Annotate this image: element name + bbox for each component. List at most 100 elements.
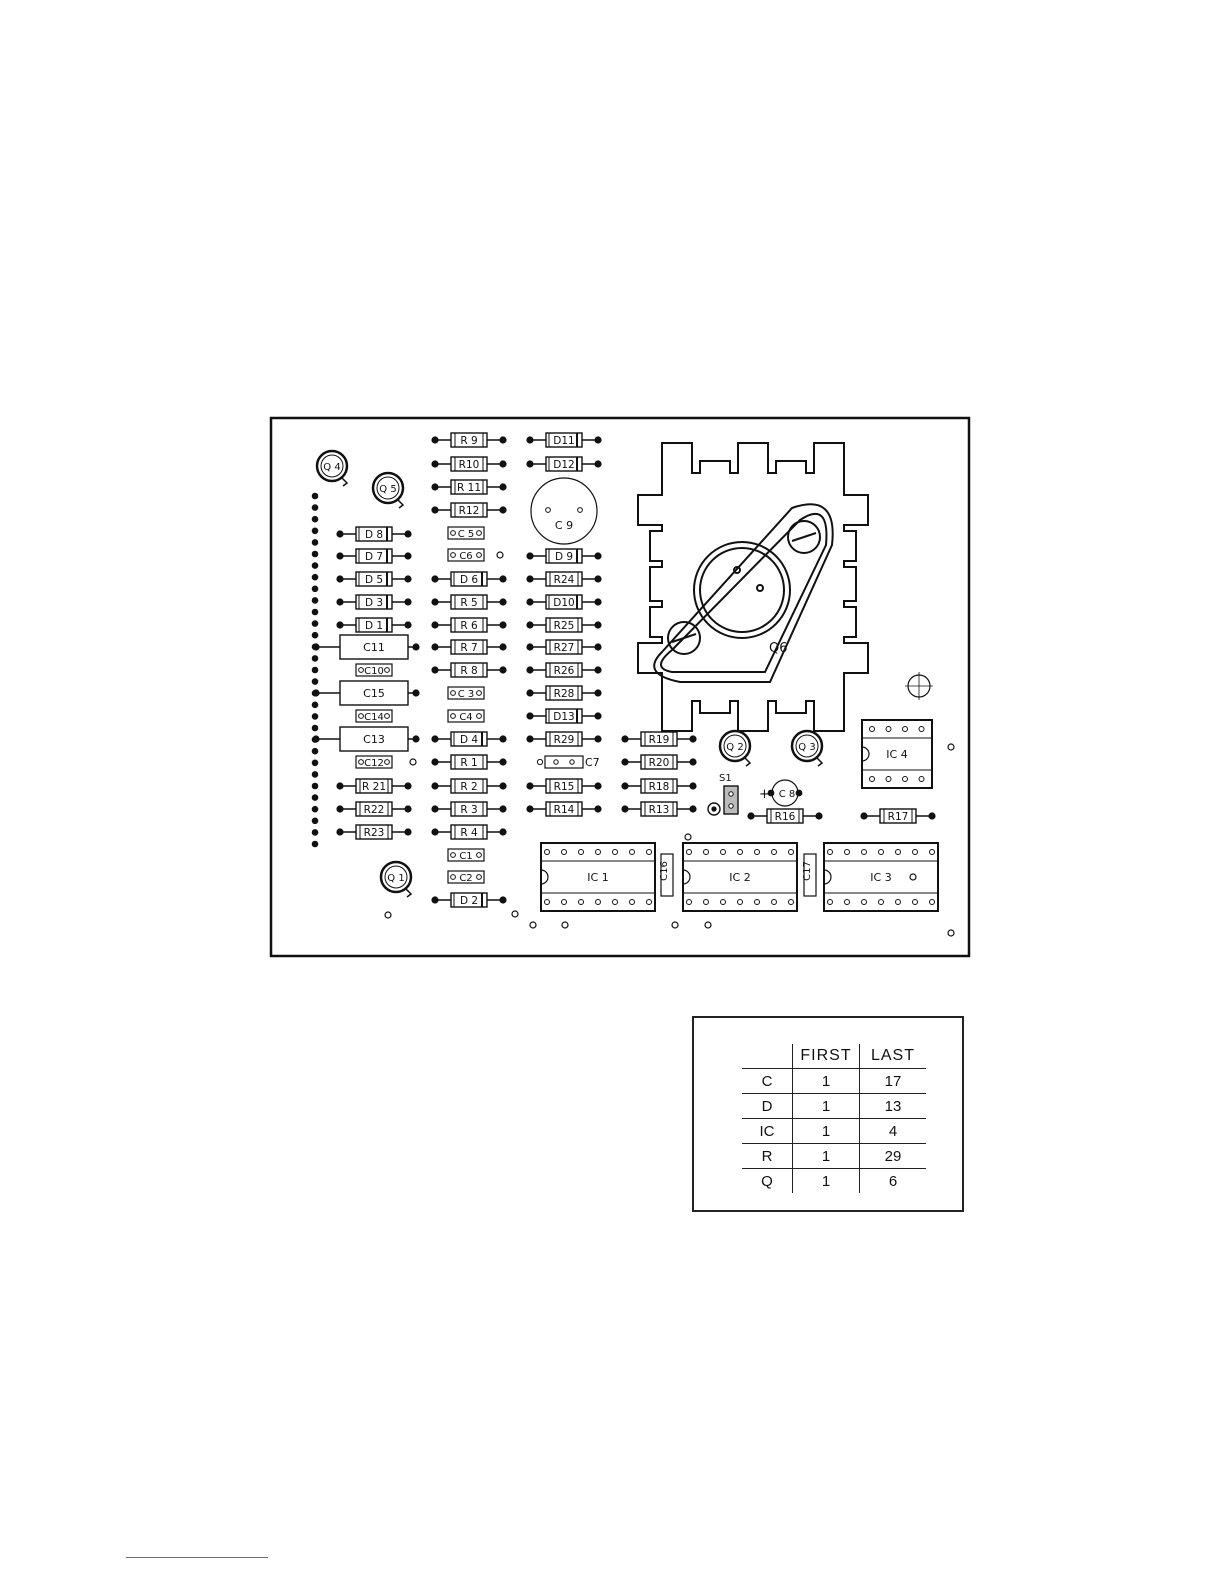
- resistor-r18: R18: [621, 778, 697, 794]
- diode-d7: D 7: [336, 548, 412, 564]
- edge-pin: [311, 620, 319, 627]
- capacitor-c5-label: C 5: [458, 529, 475, 540]
- resistor-r19: R19: [621, 731, 697, 747]
- capacitor-c8-label: C 8: [779, 789, 796, 800]
- polarity-plus-mark: +: [759, 787, 770, 802]
- diode-d4-label: D 4: [460, 734, 478, 746]
- diode-d11-label: D11: [553, 435, 574, 447]
- capacitor-c10: C10: [355, 663, 393, 677]
- table-row: C 1 17: [742, 1068, 926, 1094]
- ic3: IC 3: [823, 842, 939, 912]
- diode-d12: D12: [526, 456, 602, 472]
- resistor-r2-label: R 2: [460, 781, 477, 793]
- resistor-r3: R 3: [431, 801, 507, 817]
- pad-hole: [561, 921, 569, 929]
- transistor-q2: Q 2: [718, 729, 752, 767]
- resistor-r23-label: R23: [364, 827, 385, 839]
- pad-hole: [384, 911, 392, 919]
- capacitor-c12: C12: [355, 755, 393, 769]
- resistor-r26-label: R26: [554, 665, 575, 677]
- transistor-q1: Q 1: [379, 860, 413, 898]
- row-label: C: [742, 1068, 793, 1094]
- transistor-q3: Q 3: [790, 729, 824, 767]
- resistor-r7: R 7: [431, 639, 507, 655]
- table-row: D 1 13: [742, 1093, 926, 1119]
- resistor-r22: R22: [336, 801, 412, 817]
- diode-d2-label: D 2: [460, 895, 478, 907]
- resistor-r10: R10: [431, 456, 507, 472]
- edge-pin: [311, 608, 319, 616]
- edge-pin: [311, 724, 319, 732]
- resistor-r19-label: R19: [649, 734, 670, 746]
- diode-d5: D 5: [336, 571, 412, 587]
- edge-pin: [311, 701, 319, 709]
- pad-hole: [529, 921, 537, 929]
- transistor-q5-label: Q 5: [379, 484, 396, 495]
- edge-pin: [311, 840, 319, 848]
- diode-d7-label: D 7: [365, 551, 383, 563]
- diode-d9: D 9: [526, 548, 602, 564]
- diode-d3: D 3: [336, 594, 412, 610]
- edge-pin: [311, 713, 319, 720]
- resistor-r25-label: R25: [554, 620, 575, 632]
- edge-pin: [311, 515, 319, 523]
- resistor-r25: R25: [526, 617, 602, 633]
- capacitor-c9: C 9: [530, 477, 598, 545]
- resistor-r29: R29: [526, 731, 602, 747]
- capacitor-c3: C 3: [447, 686, 485, 700]
- capacitor-c4: C4: [447, 709, 485, 723]
- resistor-r13-label: R13: [649, 804, 670, 816]
- ic4: IC 4: [861, 719, 933, 789]
- edge-pin: [311, 550, 319, 558]
- board-outline: [269, 416, 971, 958]
- resistor-r27-label: R27: [554, 642, 575, 654]
- resistor-r4-label: R 4: [460, 827, 478, 839]
- resistor-r14-label: R14: [554, 804, 575, 816]
- capacitor-c16-label: C16: [659, 861, 670, 881]
- diode-d8: D 8: [336, 526, 412, 542]
- edge-pin: [311, 771, 319, 778]
- capacitor-c8: C 8 +: [759, 779, 803, 807]
- row-label: IC: [742, 1118, 793, 1144]
- diode-d11: D11: [526, 432, 602, 448]
- diode-d1: D 1: [336, 617, 412, 633]
- component-range-table-box: FIRST LAST C 1 17 D 1 13 IC 1 4 R 1: [692, 1016, 964, 1212]
- edge-pin: [311, 678, 319, 685]
- capacitor-c11-label: C11: [363, 641, 385, 654]
- diode-d3-label: D 3: [365, 597, 383, 609]
- capacitor-c6: C6: [447, 548, 485, 562]
- edge-pin: [311, 597, 319, 604]
- resistor-r12-label: R12: [459, 505, 480, 517]
- table-row: IC 1 4: [742, 1118, 926, 1144]
- resistor-r20: R20: [621, 754, 697, 770]
- resistor-r28: R28: [526, 685, 602, 701]
- resistor-r18-label: R18: [649, 781, 670, 793]
- resistor-r8-label: R 8: [460, 665, 477, 677]
- capacitor-c10-label: C10: [364, 666, 384, 677]
- resistor-r26: R26: [526, 662, 602, 678]
- edge-pin: [311, 829, 319, 836]
- edge-pin: [311, 539, 319, 546]
- edge-pin: [311, 666, 319, 674]
- capacitor-c7: C7: [536, 755, 600, 769]
- edge-pin: [311, 805, 319, 813]
- ic1-label: IC 1: [587, 871, 608, 884]
- diode-d13: D13: [526, 708, 602, 724]
- resistor-r9: R 9: [431, 432, 507, 448]
- transistor-q1-label: Q 1: [387, 873, 404, 884]
- pad-hole: [947, 743, 955, 751]
- edge-pin: [311, 504, 319, 511]
- resistor-r21-label: R 21: [362, 781, 386, 793]
- resistor-r24: R24: [526, 571, 602, 587]
- resistor-r23: R23: [336, 824, 412, 840]
- resistor-r13: R13: [621, 801, 697, 817]
- capacitor-c14: C14: [355, 709, 393, 723]
- capacitor-c1: C1: [447, 848, 485, 862]
- footer-rule: [126, 1557, 268, 1558]
- pad-hole: [409, 758, 417, 766]
- diode-d9-label: D 9: [555, 551, 573, 563]
- resistor-r6-label: R 6: [460, 620, 478, 632]
- pad-hole: [704, 921, 712, 929]
- row-last: 6: [859, 1168, 926, 1193]
- resistor-r11-label: R 11: [457, 482, 481, 494]
